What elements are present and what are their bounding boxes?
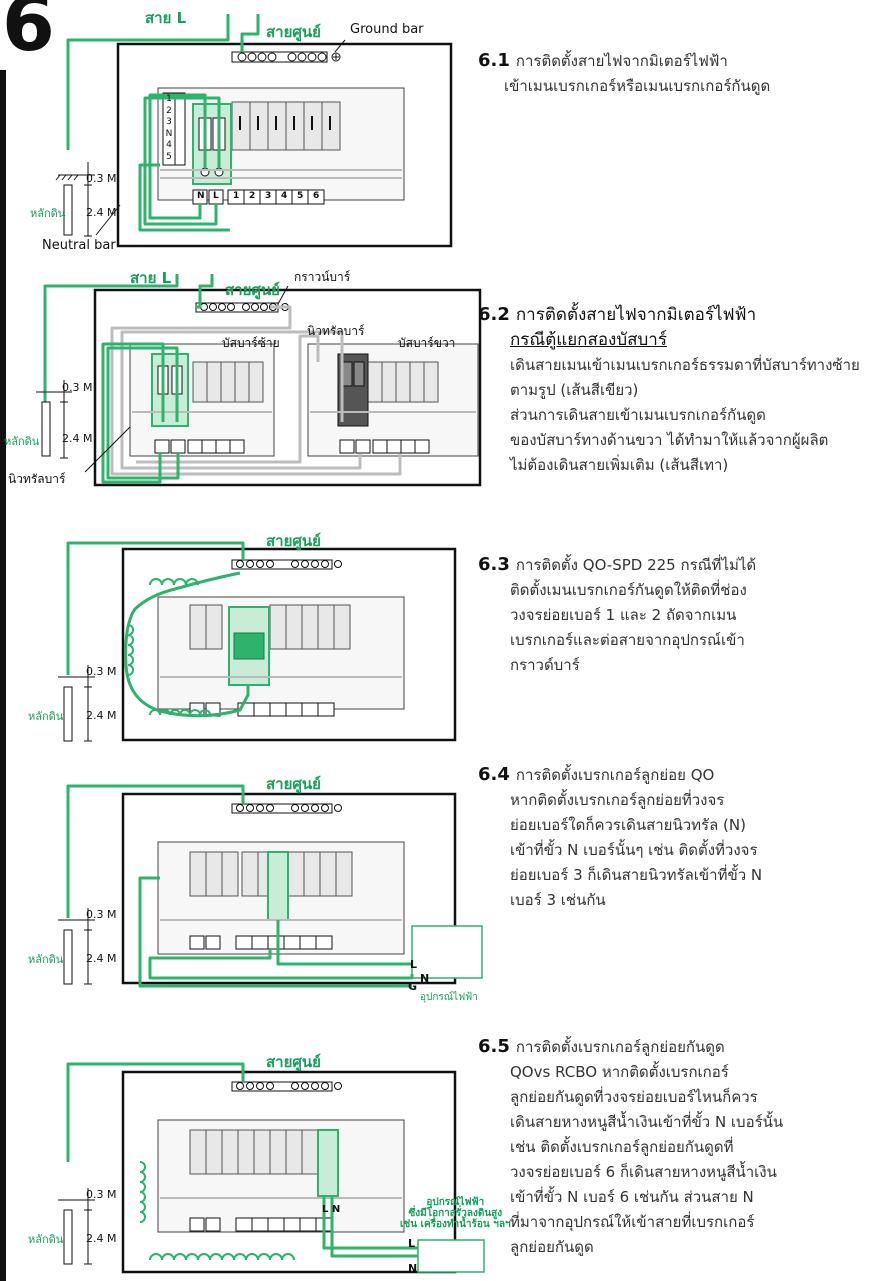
terminal-l-5: L (408, 1237, 416, 1250)
label-sai-soon-2: สายศูนย์ (225, 281, 280, 299)
label-sai-l-2: สาย L (130, 269, 172, 287)
page-edge-bar (0, 70, 6, 1281)
label-depth-rod-3: 2.4 M (86, 709, 117, 722)
label-busbar-left: บัสบาร์ซ้าย (222, 336, 280, 350)
terminal-n-5: N (408, 1262, 418, 1275)
diagram-6-4-drawing (58, 784, 483, 988)
label-depth-rod-2: 2.4 M (62, 432, 93, 445)
diagram-6-5: สายศูนย์ หลักดิน 0.3 M 2.4 M L N L N อุป… (0, 1012, 511, 1281)
terminal-l: L (410, 958, 418, 971)
label-ground-rod-3: หลักดิน (28, 710, 64, 723)
label-depth-top-4: 0.3 M (86, 908, 117, 921)
terminal-g: G (408, 980, 418, 993)
label-ground-rod-4: หลักดิน (28, 953, 64, 966)
label-neutral-bar-top: นิวทรัลบาร์ (307, 324, 365, 338)
label-sai-soon-5: สายศูนย์ (266, 1053, 321, 1071)
label-neutral-bar-bottom: นิวทรัลบาร์ (8, 472, 66, 486)
diagram-6-1: สาย L สายศูนย์ Ground bar Neutral bar หล… (0, 0, 480, 255)
terminal-ln: L N (322, 1204, 341, 1215)
diagram-6-2: สาย L สายศูนย์ กราวน์บาร์ นิวทรัลบาร์ บั… (0, 262, 482, 492)
label-ground-rod-2: หลักดิน (4, 435, 40, 448)
diagram-6-4: สายศูนย์ หลักดิน 0.3 M 2.4 M L N G อุปกร… (0, 768, 483, 1008)
label-depth-rod-5: 2.4 M (86, 1232, 117, 1245)
label-depth-top-3: 0.3 M (86, 665, 117, 678)
diagram-6-2-drawing (36, 274, 482, 487)
label-depth-rod: 2.4 M (86, 206, 117, 219)
diagram-6-5-drawing (58, 1062, 485, 1274)
label-depth-rod-4: 2.4 M (86, 952, 117, 965)
label-sai-soon: สายศูนย์ (266, 23, 321, 41)
label-depth-top-5: 0.3 M (86, 1188, 117, 1201)
diagram-6-1-drawing (55, 14, 453, 248)
label-device: อุปกรณ์ไฟฟ้า (420, 992, 478, 1003)
label-depth-top-2: 0.3 M (62, 381, 93, 394)
label-ground-rod: หลักดิน (30, 207, 66, 220)
label-ground-bar: Ground bar (350, 22, 424, 37)
label-ground-bar-th: กราวน์บาร์ (294, 270, 351, 284)
label-neutral-bar: Neutral bar (42, 238, 116, 253)
label-busbar-right: บัสบาร์ขวา (398, 336, 456, 350)
label-depth-top: 0.3 M (86, 172, 117, 185)
diagram-6-3: สายศูนย์ หลักดิน 0.3 M 2.4 M (0, 525, 480, 750)
label-sai-soon-3: สายศูนย์ (266, 532, 321, 550)
chapter-number: 6 (2, 0, 55, 68)
label-ground-rod-5: หลักดิน (28, 1233, 64, 1246)
label-sai-soon-4: สายศูนย์ (266, 775, 321, 793)
terminal-n: N (420, 972, 430, 985)
diagram-6-3-drawing (58, 541, 457, 742)
label-sai-l: สาย L (145, 9, 187, 27)
label-device-long: อุปกรณ์ไฟฟ้า ซึ่งมีโอกาสรั่วลงดินสูง เช่… (400, 1197, 511, 1230)
